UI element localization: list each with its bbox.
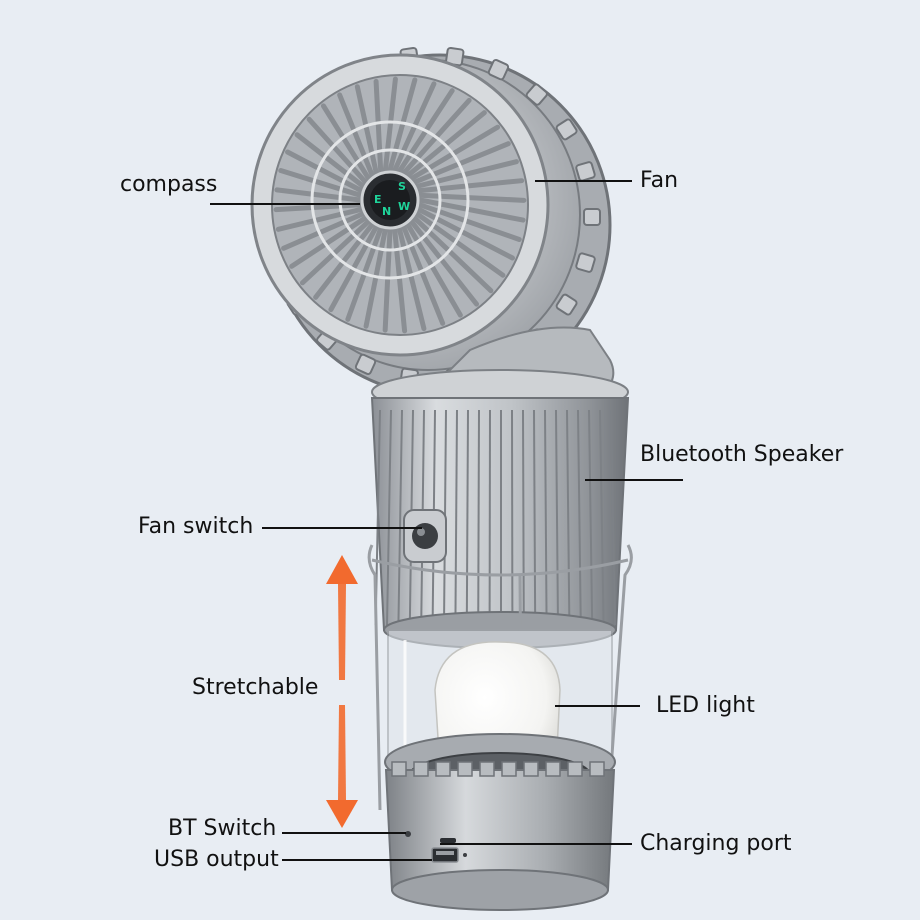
leader-usb [282,859,432,861]
leader-charging [440,843,632,845]
leader-compass [210,203,360,205]
fan-grill-spoke [294,132,366,189]
leader-fan-switch [262,527,422,529]
base-tooth [413,761,429,777]
base-tooth [457,761,473,777]
fan-grill-spoke [320,103,372,182]
fan-grill-spoke [382,76,398,173]
label-fan-switch: Fan switch [138,514,254,539]
compass-letter: W [398,200,410,213]
fan-grill-spoke [411,141,511,185]
fan-grill-spoke [278,168,363,198]
fan-switch-button [403,509,447,563]
speaker-fin [599,409,605,626]
speaker-fin [588,409,594,626]
base-tooth [523,761,539,777]
compass-letter: E [374,193,382,206]
base-tooth [589,761,605,777]
fan-rim-tooth [555,293,578,316]
speaker-fin [555,409,559,626]
fan-grill-spoke [396,226,427,332]
fan-grill-spoke [416,206,515,261]
fan-grill-spoke [414,159,519,189]
label-stretchable: Stretchable [192,675,319,700]
speaker-fin [386,409,392,626]
fan-grill-spoke [408,218,480,307]
compass-letter: S [398,180,406,193]
speaker-fin [454,409,458,626]
fan-rim-tooth [525,83,548,106]
fan-grill-spoke [387,77,418,173]
fan-grill-spoke [313,221,375,300]
compass: S W N E [360,170,420,230]
label-bluetooth-speaker: Bluetooth Speaker [640,442,844,467]
fan-grill-spoke [306,116,369,185]
label-usb-output: USB output [154,847,279,872]
fan-grill-spoke [274,187,363,203]
leader-led [555,705,640,707]
fan-rim-tooth [354,353,377,375]
label-compass: compass [120,172,218,197]
fan-grill-spoke [299,218,372,286]
base-tooth [391,761,407,777]
fan-grill-spoke [416,178,525,194]
base-tooth [545,761,561,777]
fan-rim-tooth [583,208,601,226]
speaker-fin [577,409,582,626]
speaker-fin [397,409,403,626]
leader-bt-switch [282,832,406,834]
fan-grill-spoke [417,202,522,242]
fan-grill-spoke [285,149,364,194]
fan-grill-spoke [337,92,375,179]
fan-grill-spoke [408,124,501,182]
speaker-fin [610,409,616,626]
fan-grill-spoke [417,197,526,223]
label-fan: Fan [640,168,679,193]
label-bt-switch: BT Switch [168,816,277,841]
fan-grill-spoke [289,215,369,269]
fan-rim-tooth [575,252,596,273]
speaker-fin [477,409,480,626]
lantern-base [384,733,616,911]
fan-rim-tooth [575,161,596,182]
fan-grill-spoke [373,78,384,174]
fan-grill-spoke [275,206,364,232]
fan-grill-spoke [273,202,363,213]
speaker-fin [544,409,548,626]
fan-grill-spoke [411,215,494,294]
leader-fan [535,180,632,182]
base-tooth [567,761,583,777]
fan-grill-spoke [354,84,379,176]
fan-rim-tooth [487,59,510,81]
label-led-light: LED light [656,693,755,718]
speaker-fin [522,409,525,626]
base-tooth [479,761,495,777]
fan-grill-spoke [392,227,408,334]
speaker-fin [533,409,537,626]
base-tooth [435,761,451,777]
speaker-fin [465,409,469,626]
fan-grill-spoke [405,221,463,318]
label-charging-port: Charging port [640,831,792,856]
speaker-fin [566,409,571,626]
stretch-arrow [326,555,358,828]
leader-bluetooth [585,479,683,481]
fan-grill-spoke [281,211,366,251]
fan-grill-spoke [401,224,446,326]
compass-letter: N [382,205,391,218]
fan-grill-spoke [417,192,527,203]
base-tooth [501,761,517,777]
fan-grill-spoke [382,227,393,333]
fan-rim-tooth [555,118,578,141]
fan-grill-spoke [414,211,506,278]
